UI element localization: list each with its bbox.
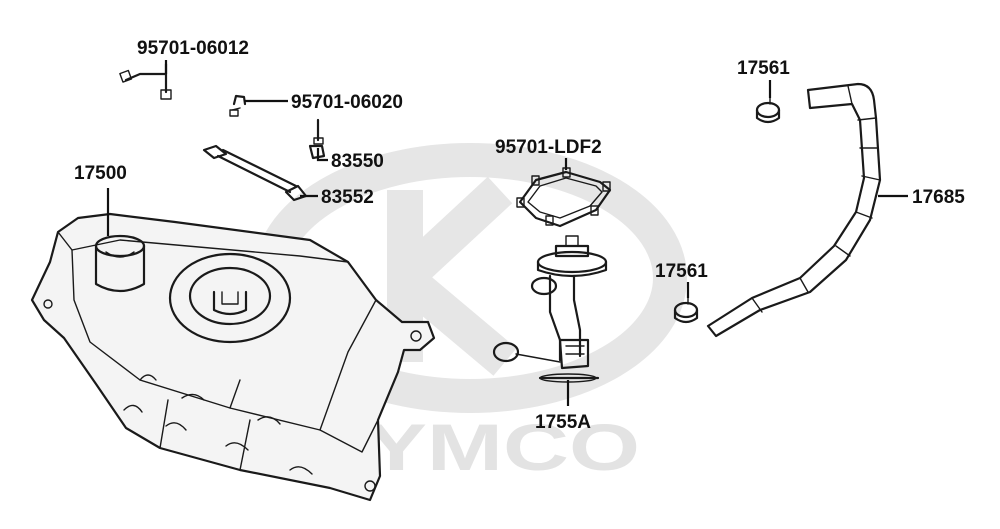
label-clamp-bottom-17561: 17561 — [655, 261, 708, 282]
fuel-tank-17500-part — [30, 212, 436, 502]
clamp-top-17561-part — [755, 95, 781, 124]
label-bolt-95701-06020: 95701-06020 — [291, 92, 403, 113]
hose-17685-part — [706, 82, 882, 338]
bracket-83550-part — [308, 118, 326, 160]
label-fuel-tank-17500: 17500 — [74, 163, 127, 184]
strap-83552-part — [202, 144, 308, 202]
label-bracket-83550: 83550 — [331, 151, 384, 172]
label-hose-17685: 17685 — [912, 187, 965, 208]
label-bolt-95701-06012: 95701-06012 — [137, 38, 249, 59]
label-strap-83552: 83552 — [321, 187, 374, 208]
label-clamp-top-17561: 17561 — [737, 58, 790, 79]
label-pump-bolts-95701-ldf2: 95701-LDF2 — [495, 137, 602, 158]
label-fuel-pump-1755A: 1755A — [535, 412, 591, 433]
bolt-95701-06020-part — [229, 94, 247, 117]
fuel-pump-1755A-part — [492, 235, 608, 383]
leader-lines — [106, 60, 908, 406]
bolt-95701-06012-part — [119, 62, 172, 100]
pump-bolts-95701-ldf2-part — [516, 167, 612, 228]
